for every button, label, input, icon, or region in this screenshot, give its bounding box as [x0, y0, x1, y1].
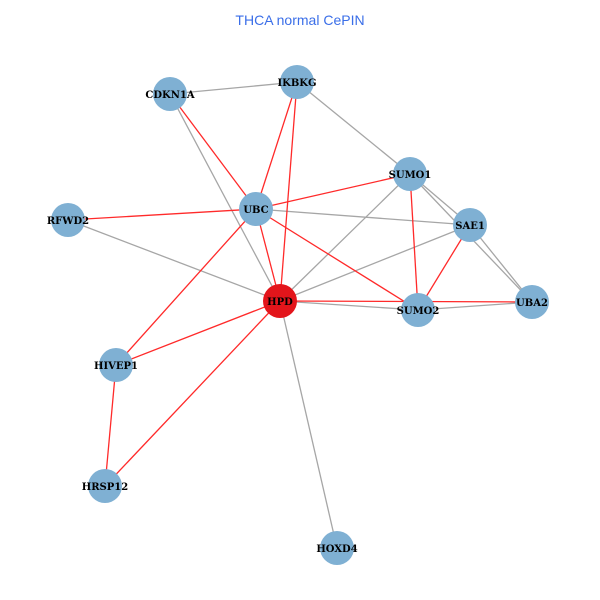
node-circle [88, 469, 122, 503]
node-circle [393, 157, 427, 191]
node-circle [401, 293, 435, 327]
node-sumo1[interactable]: SUMO1 [389, 157, 432, 191]
node-label: UBC [243, 205, 268, 216]
edge-ikbkg-hpd [279, 81, 298, 302]
node-circle [239, 192, 273, 226]
node-circle [280, 65, 314, 99]
node-circle [153, 77, 187, 111]
node-label: CDKN1A [145, 90, 194, 101]
node-label: SAE1 [455, 221, 485, 232]
node-sae1[interactable]: SAE1 [453, 208, 487, 242]
edge-ikbkg-sumo1 [296, 81, 411, 175]
node-circle [263, 284, 297, 318]
node-hivep1[interactable]: HIVEP1 [94, 348, 138, 382]
edge-ubc-hivep1 [115, 208, 257, 366]
node-circle [99, 348, 133, 382]
edge-hivep1-hrsp12 [104, 364, 117, 487]
node-hrsp12[interactable]: HRSP12 [82, 469, 128, 503]
node-circle [453, 208, 487, 242]
node-sumo2[interactable]: SUMO2 [397, 293, 440, 327]
node-label: RFWD2 [47, 216, 89, 227]
node-hpd[interactable]: HPD [263, 284, 297, 318]
edge-hpd-hrsp12 [104, 300, 281, 487]
edge-rfwd2-hpd [67, 219, 281, 302]
edge-hpd-hivep1 [115, 300, 281, 366]
diagram-title: THCA normal CePIN [235, 12, 365, 28]
edge-sumo2-uba2 [417, 301, 533, 311]
node-label: HPD [267, 297, 293, 308]
node-label: HRSP12 [82, 482, 128, 493]
node-hoxd4[interactable]: HOXD4 [316, 531, 358, 565]
node-cdkn1a[interactable]: CDKN1A [145, 77, 195, 111]
node-label: SUMO1 [389, 170, 432, 181]
edge-ubc-sumo2 [255, 208, 419, 311]
node-ikbkg[interactable]: IKBKG [277, 65, 317, 99]
edge-ikbkg-ubc [255, 81, 298, 210]
edge-hpd-hoxd4 [279, 300, 338, 549]
node-label: HOXD4 [316, 544, 357, 555]
edge-cdkn1a-hpd [169, 93, 281, 302]
node-label: UBA2 [516, 298, 548, 309]
edge-layer [67, 81, 533, 549]
node-rfwd2[interactable]: RFWD2 [47, 203, 89, 237]
node-ubc[interactable]: UBC [239, 192, 273, 226]
node-label: IKBKG [277, 78, 316, 89]
node-label: HIVEP1 [94, 361, 138, 372]
edge-cdkn1a-ubc [169, 93, 257, 210]
edge-ubc-sumo1 [255, 173, 411, 210]
node-label: SUMO2 [397, 306, 440, 317]
edge-ubc-sae1 [255, 208, 471, 226]
edge-sae1-hpd [279, 224, 471, 302]
node-circle [515, 285, 549, 319]
edge-hpd-sumo2 [279, 300, 419, 311]
edge-cdkn1a-ikbkg [169, 81, 298, 95]
node-uba2[interactable]: UBA2 [515, 285, 549, 319]
edge-rfwd2-ubc [67, 208, 257, 221]
node-circle [51, 203, 85, 237]
edge-sumo1-hpd [279, 173, 411, 302]
edge-sumo1-sumo2 [409, 173, 419, 311]
node-circle [320, 531, 354, 565]
